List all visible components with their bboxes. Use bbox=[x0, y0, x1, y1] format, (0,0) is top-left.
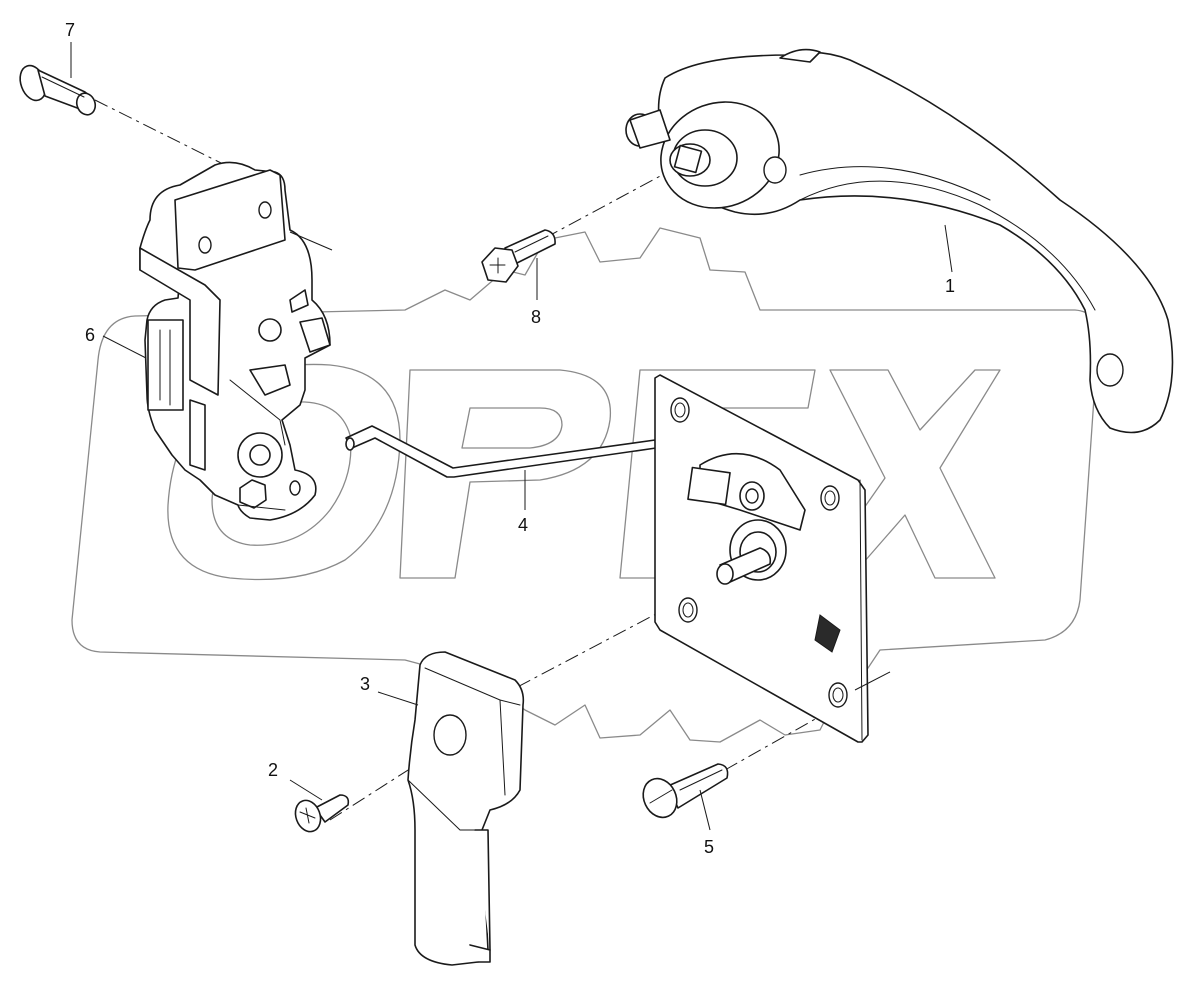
mounting-plate-assembly bbox=[654, 374, 869, 743]
leader-2 bbox=[289, 779, 323, 801]
callout-3: 3 bbox=[360, 674, 370, 694]
leader-1 bbox=[944, 224, 953, 273]
callout-6: 6 bbox=[85, 325, 95, 345]
part-3-inner-lever bbox=[407, 651, 525, 966]
part-2-small-screw bbox=[294, 794, 350, 833]
part-5-slotted-screw bbox=[642, 763, 729, 819]
leader-lines bbox=[70, 42, 953, 831]
part-7-pin bbox=[19, 64, 97, 116]
callout-5: 5 bbox=[704, 837, 714, 857]
leader-5 bbox=[699, 789, 711, 831]
leader-6 bbox=[102, 335, 147, 359]
callout-1: 1 bbox=[945, 276, 955, 296]
tick-plate bbox=[854, 671, 891, 691]
tick-6-top bbox=[289, 231, 333, 251]
part-8-hex-screw bbox=[481, 229, 556, 283]
callout-7: 7 bbox=[65, 20, 75, 40]
watermark-letter-p bbox=[399, 369, 612, 579]
part-1-door-handle bbox=[625, 48, 1174, 434]
part-6-lock-mechanism bbox=[139, 161, 331, 521]
callout-2: 2 bbox=[268, 760, 278, 780]
part-4-rod bbox=[345, 425, 657, 478]
callout-8: 8 bbox=[531, 307, 541, 327]
callout-4: 4 bbox=[518, 515, 528, 535]
callout-labels: 1 2 3 4 5 6 7 8 bbox=[65, 20, 955, 857]
leader-3 bbox=[377, 691, 419, 706]
